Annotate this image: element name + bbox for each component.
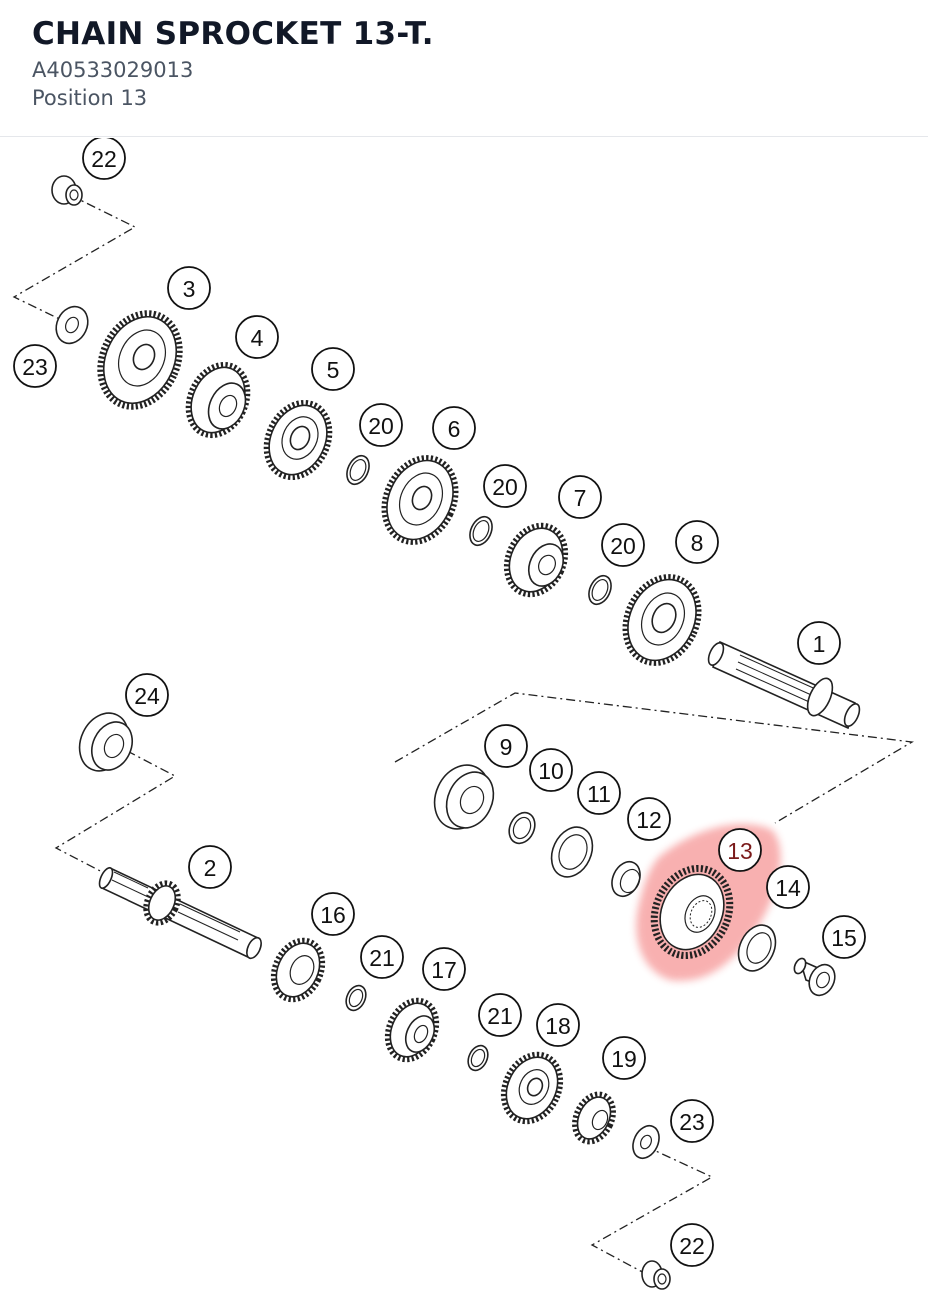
part-title: CHAIN SPROCKET 13-T. bbox=[32, 16, 434, 52]
leader-lines bbox=[12, 194, 914, 1276]
part-6-gear bbox=[381, 455, 459, 545]
callout-12[interactable]: 12 bbox=[627, 797, 671, 841]
callout-14[interactable]: 14 bbox=[766, 865, 810, 909]
part-11-seal bbox=[550, 826, 594, 878]
callout-4[interactable]: 4 bbox=[235, 315, 279, 359]
svg-text:23: 23 bbox=[22, 354, 48, 380]
svg-text:9: 9 bbox=[500, 734, 513, 760]
svg-text:8: 8 bbox=[691, 530, 704, 556]
svg-text:6: 6 bbox=[448, 416, 461, 442]
callout-20-second[interactable]: 20 bbox=[483, 464, 527, 508]
part-14-washer bbox=[737, 924, 777, 972]
part-21-ring-2 bbox=[467, 1044, 489, 1072]
part-2-shaft bbox=[98, 866, 262, 960]
svg-text:12: 12 bbox=[636, 807, 662, 833]
callout-21-second[interactable]: 21 bbox=[478, 993, 522, 1037]
callout-5[interactable]: 5 bbox=[311, 347, 355, 391]
callout-6[interactable]: 6 bbox=[432, 406, 476, 450]
svg-text:5: 5 bbox=[327, 357, 340, 383]
part-3-gear bbox=[97, 310, 183, 410]
part-20-ring-3 bbox=[588, 574, 612, 606]
part-23-top bbox=[55, 305, 89, 345]
part-header: CHAIN SPROCKET 13-T. A40533029013 Positi… bbox=[0, 0, 928, 137]
part-20-ring-2 bbox=[469, 515, 493, 547]
callout-15[interactable]: 15 bbox=[822, 915, 866, 959]
part-9-bearing bbox=[433, 764, 495, 830]
part-20-ring-1 bbox=[346, 454, 370, 486]
part-13-chain-sprocket bbox=[650, 864, 734, 960]
callout-22-bottom[interactable]: 22 bbox=[670, 1223, 714, 1267]
callout-11[interactable]: 11 bbox=[577, 771, 621, 815]
svg-text:13: 13 bbox=[727, 838, 753, 864]
callout-21-first[interactable]: 21 bbox=[360, 935, 404, 979]
svg-text:23: 23 bbox=[679, 1109, 705, 1135]
svg-text:24: 24 bbox=[134, 683, 160, 709]
callout-20-third[interactable]: 20 bbox=[601, 523, 645, 567]
svg-text:19: 19 bbox=[611, 1046, 637, 1072]
callout-10[interactable]: 10 bbox=[529, 748, 573, 792]
svg-text:10: 10 bbox=[538, 758, 564, 784]
part-8-gear bbox=[622, 574, 702, 666]
callout-23-bottom[interactable]: 23 bbox=[670, 1099, 714, 1143]
svg-text:14: 14 bbox=[775, 875, 801, 901]
svg-text:22: 22 bbox=[679, 1233, 705, 1259]
callout-24[interactable]: 24 bbox=[125, 673, 169, 717]
svg-text:20: 20 bbox=[610, 533, 636, 559]
part-18-gear bbox=[500, 1051, 564, 1125]
svg-text:21: 21 bbox=[369, 945, 395, 971]
svg-text:1: 1 bbox=[813, 631, 826, 657]
callout-3[interactable]: 3 bbox=[167, 266, 211, 310]
svg-text:11: 11 bbox=[587, 781, 611, 807]
part-22-top bbox=[51, 175, 83, 206]
callout-20-first[interactable]: 20 bbox=[359, 403, 403, 447]
part-4-gear bbox=[185, 361, 251, 439]
svg-text:2: 2 bbox=[204, 855, 217, 881]
svg-text:20: 20 bbox=[368, 413, 394, 439]
callout-19[interactable]: 19 bbox=[602, 1036, 646, 1080]
svg-text:3: 3 bbox=[183, 276, 196, 302]
callout-1[interactable]: 1 bbox=[797, 621, 841, 665]
part-position: Position 13 bbox=[32, 86, 148, 110]
svg-text:16: 16 bbox=[320, 902, 346, 928]
part-1-shaft bbox=[707, 640, 861, 730]
callout-7[interactable]: 7 bbox=[558, 475, 602, 519]
svg-text:22: 22 bbox=[91, 146, 117, 172]
svg-text:17: 17 bbox=[431, 957, 457, 983]
callout-8[interactable]: 8 bbox=[675, 520, 719, 564]
callout-13-selected[interactable]: 13 bbox=[718, 828, 762, 872]
callout-18[interactable]: 18 bbox=[536, 1003, 580, 1047]
part-23-bottom bbox=[632, 1124, 660, 1160]
callout-16[interactable]: 16 bbox=[311, 892, 355, 936]
svg-text:15: 15 bbox=[831, 925, 857, 951]
part-number: A40533029013 bbox=[32, 58, 194, 82]
part-5-gear bbox=[263, 399, 333, 481]
part-16-gear bbox=[270, 937, 326, 1003]
part-10-ring bbox=[508, 811, 536, 845]
svg-text:18: 18 bbox=[545, 1013, 571, 1039]
svg-text:4: 4 bbox=[251, 325, 264, 351]
callout-2[interactable]: 2 bbox=[188, 845, 232, 889]
part-24-bearing bbox=[78, 712, 134, 772]
callout-23-top[interactable]: 23 bbox=[13, 344, 57, 388]
exploded-parts-diagram: 22 3 23 4 5 20 6 20 7 20 8 1 24 9 10 11 … bbox=[12, 138, 914, 1290]
part-19-gear bbox=[572, 1091, 616, 1145]
part-17-gear bbox=[384, 997, 440, 1063]
callout-22-top[interactable]: 22 bbox=[82, 138, 126, 180]
svg-text:21: 21 bbox=[487, 1003, 513, 1029]
part-21-ring-1 bbox=[345, 984, 367, 1012]
part-12-bushing bbox=[611, 860, 641, 898]
part-22-bottom bbox=[641, 1260, 671, 1290]
callout-17[interactable]: 17 bbox=[422, 947, 466, 991]
part-7-gear bbox=[503, 522, 569, 598]
callout-9[interactable]: 9 bbox=[484, 724, 528, 768]
part-15-nut bbox=[793, 957, 836, 997]
svg-text:7: 7 bbox=[574, 485, 587, 511]
svg-text:20: 20 bbox=[492, 474, 518, 500]
